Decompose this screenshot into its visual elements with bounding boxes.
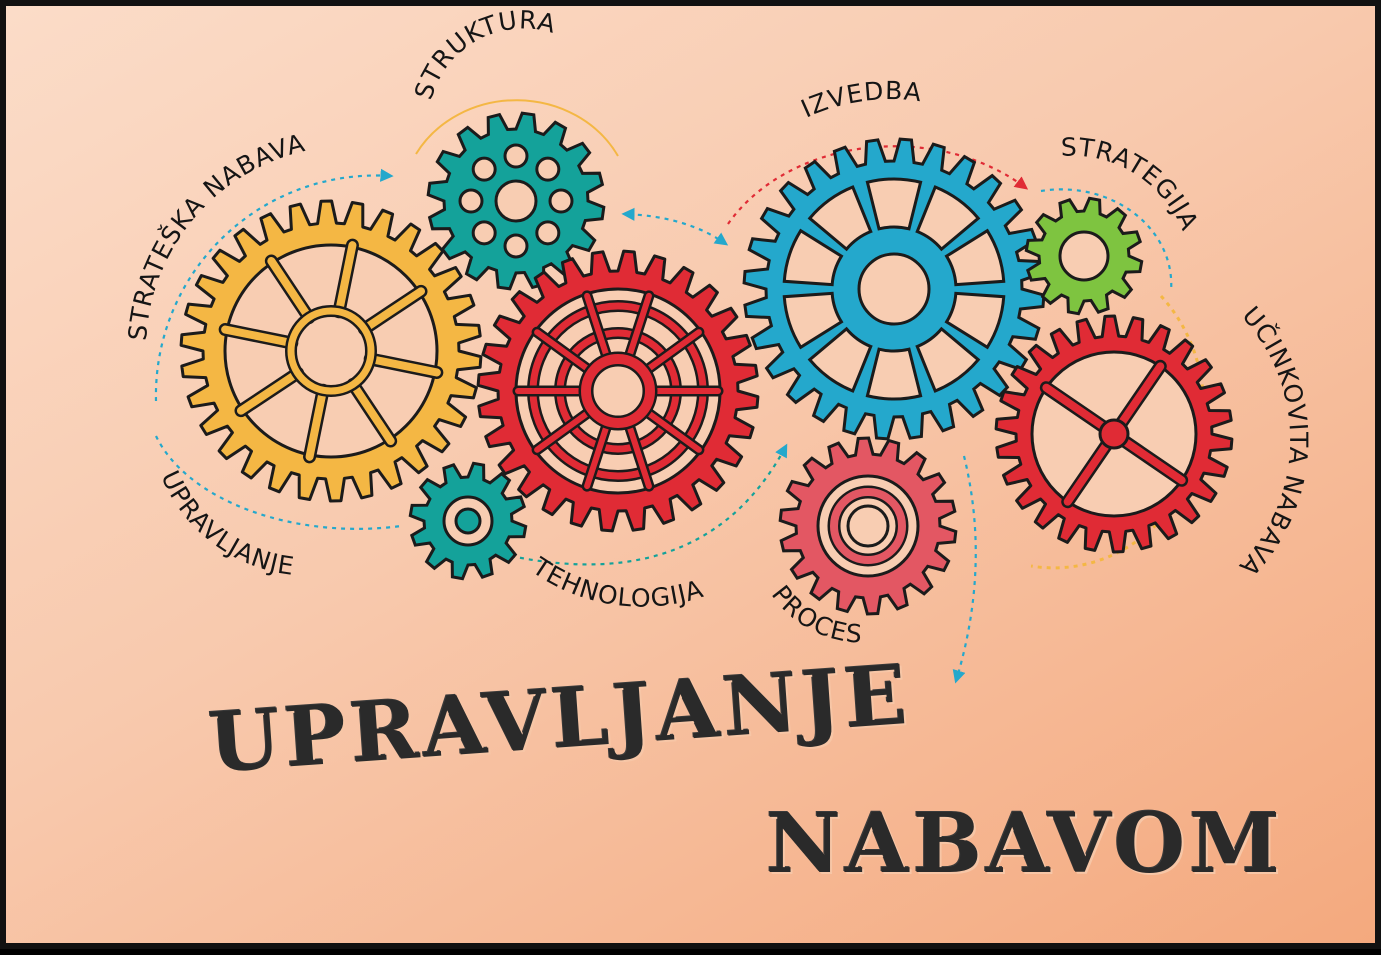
- yellow-gear: [179, 199, 483, 503]
- blue-gear: [742, 137, 1046, 441]
- pink-gear: [778, 436, 958, 616]
- teal-small-gear: [408, 461, 528, 581]
- gears-diagram: STRATEŠKA NABAVA STRUKTURA IZVEDBA STRAT…: [123, 6, 1313, 684]
- connector-strateska: [154, 168, 394, 402]
- label-tehnologija: TEHNOLOGIJA: [527, 551, 707, 612]
- label-ucinkovita-nabava: UČINKOVITA NABAVA: [1233, 301, 1313, 582]
- connector-struktura: [415, 99, 619, 157]
- connector-blue-teal: [621, 207, 729, 246]
- title-line-2: NABAVOM: [766, 796, 1284, 892]
- red-right-gear: [994, 314, 1234, 554]
- red-center-gear: [476, 249, 760, 533]
- label-struktura: STRUKTURA: [409, 6, 559, 103]
- label-izvedba: IZVEDBA: [797, 76, 924, 123]
- green-gear: [1024, 196, 1144, 316]
- connector-proces: [952, 455, 977, 684]
- teal-top-gear: [426, 111, 606, 291]
- connector-strategija: [1040, 188, 1173, 292]
- connector-upravljanje: [155, 435, 402, 530]
